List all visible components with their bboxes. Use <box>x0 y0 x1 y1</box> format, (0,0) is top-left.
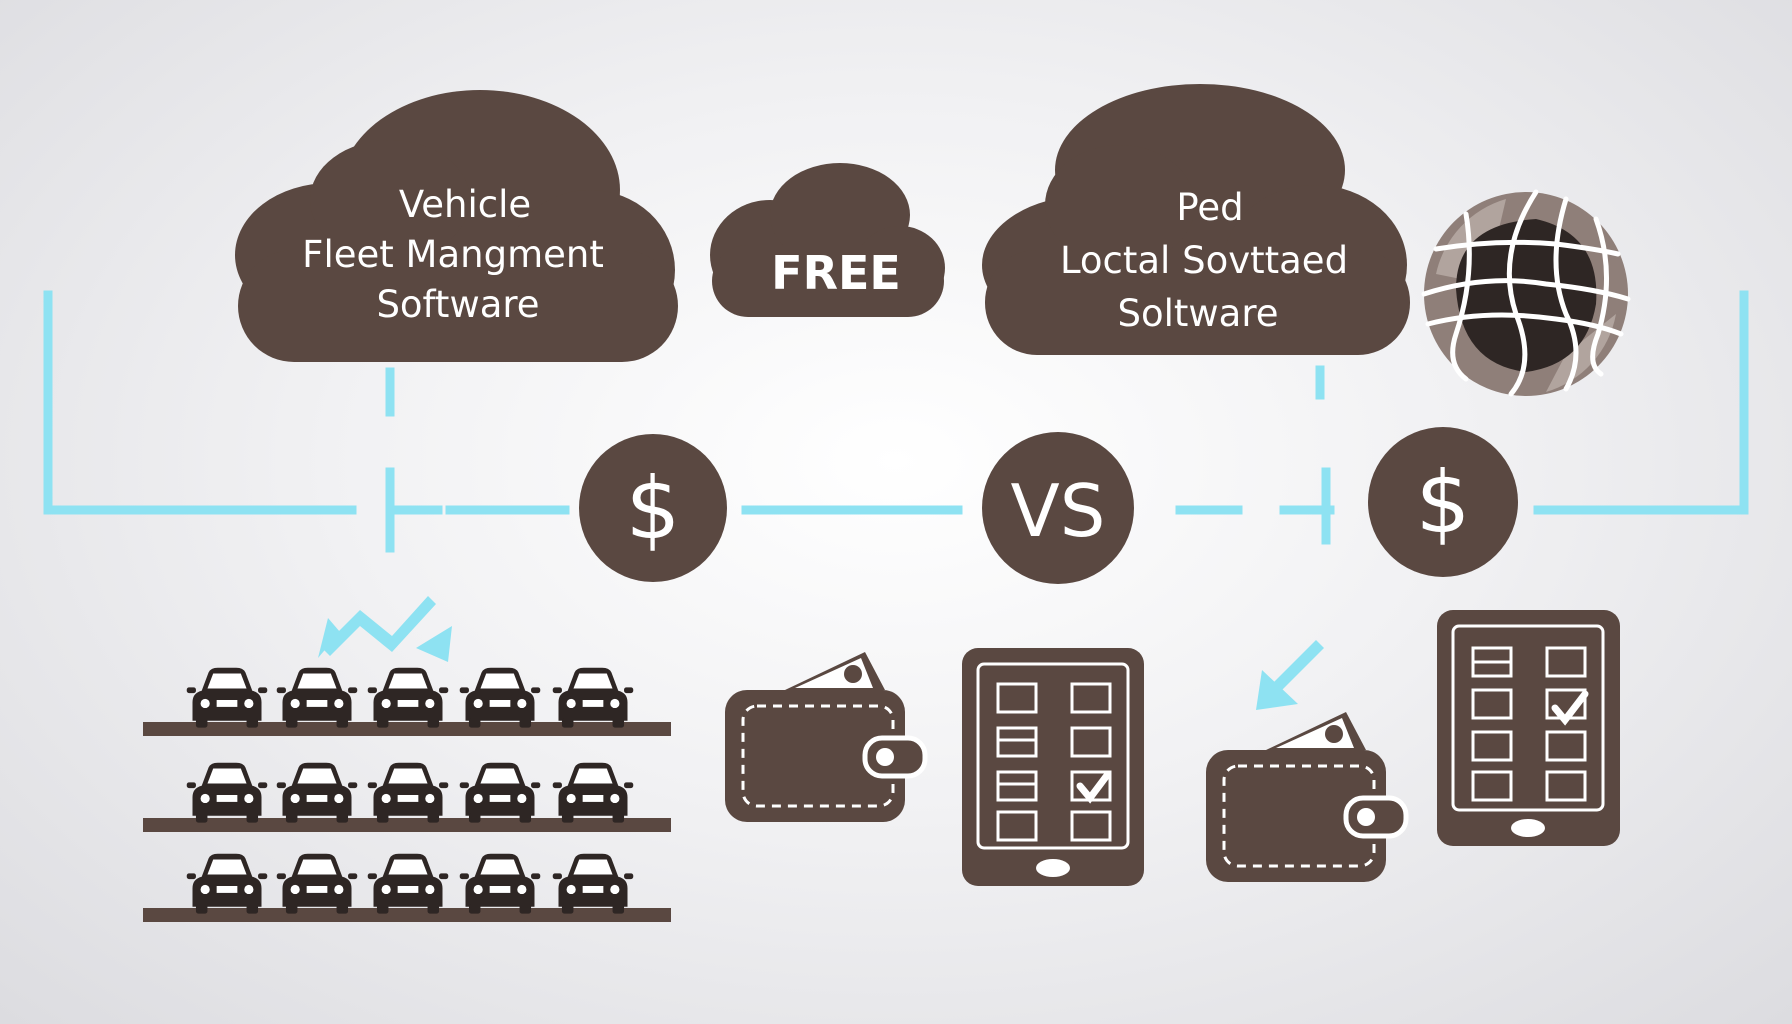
car-icon <box>186 762 268 823</box>
car-icon <box>459 667 541 728</box>
cloud-right-line2: Loctal Sovttaed <box>1060 239 1348 282</box>
car-icon <box>186 853 268 914</box>
car-icon <box>552 853 634 914</box>
shelf-2 <box>143 818 671 832</box>
cloud-left-line3: Software <box>376 283 539 326</box>
cloud-free-label: FREE <box>771 246 901 300</box>
cloud-right: Ped Loctal Sovttaed Soltware <box>982 84 1410 355</box>
right-bracket-line <box>1533 290 1749 515</box>
shelf-3 <box>143 908 671 922</box>
cloud-right-line3: Soltware <box>1117 292 1278 335</box>
connector-lines <box>43 290 1749 553</box>
globe-icon <box>1421 189 1631 397</box>
cloud-left-line1: Vehicle <box>399 183 531 226</box>
cloud-left: Vehicle Fleet Mangment Software <box>235 90 678 362</box>
left-dollar-coin: $ <box>579 434 727 582</box>
left-bracket-line <box>43 290 357 515</box>
car-icon <box>552 667 634 728</box>
car-icon <box>186 667 268 728</box>
arrow-icon <box>318 596 452 662</box>
right-dollar-coin: $ <box>1368 427 1518 577</box>
vs-label: VS <box>1011 469 1106 553</box>
cloud-right-line1: Ped <box>1176 186 1243 229</box>
car-icon <box>367 853 449 914</box>
cloud-free: FREE <box>710 163 945 317</box>
left-dollar-label: $ <box>626 459 681 559</box>
cloud-left-line2: Fleet Mangment <box>302 233 604 276</box>
tablet-checklist-icon <box>1437 610 1620 846</box>
wallet-icon <box>725 652 925 822</box>
car-icon <box>276 762 358 823</box>
right-dollar-label: $ <box>1416 453 1471 553</box>
vs-coin: VS <box>982 432 1134 584</box>
wallet-icon <box>1206 712 1406 882</box>
car-icon <box>367 667 449 728</box>
car-icon <box>367 762 449 823</box>
shelf-1 <box>143 722 671 736</box>
car-icon <box>276 667 358 728</box>
fleet-parking <box>143 667 671 922</box>
car-icon <box>552 762 634 823</box>
car-icon <box>459 853 541 914</box>
tablet-checklist-icon <box>962 648 1144 886</box>
car-icon <box>459 762 541 823</box>
arrow-icon <box>1256 640 1324 710</box>
car-icon <box>276 853 358 914</box>
